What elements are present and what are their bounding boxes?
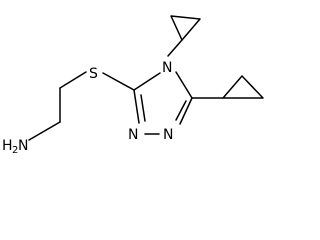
bond-n4-c5 (175, 71, 193, 99)
bond-c2-s (59, 71, 87, 89)
triazole-n4-label: N (162, 60, 172, 76)
bond-n4-cp1 (167, 39, 183, 57)
amine-label: H 2 N (2, 138, 28, 154)
cyclopropyl-ring-right (222, 75, 264, 99)
bond-s-c3 (102, 72, 135, 91)
bond-c3-n4 (133, 72, 161, 91)
bond-n2-c3-inner (140, 94, 146, 122)
triazole-n2-label: N (128, 127, 138, 143)
molecule-structure: H 2 N S N N N (2, 15, 264, 154)
amine-n-symbol: N (18, 138, 28, 154)
bond-c5-n1 (179, 97, 193, 125)
bond-c5-n1-inner (175, 100, 187, 121)
amine-h-symbol: H (2, 138, 13, 154)
ethylamine-chain (28, 71, 135, 141)
bond-n-c1 (28, 121, 61, 141)
bond-n2-c3 (133, 89, 140, 124)
c-cyclopropyl-group (191, 75, 264, 99)
cyclopropyl-ring-top (170, 15, 201, 41)
triazole-ring (133, 71, 193, 135)
sulfur-label: S (89, 66, 98, 82)
amine-subscript: 2 (12, 145, 18, 154)
triazole-n1-label: N (163, 127, 173, 143)
n-cyclopropyl-group (167, 15, 201, 57)
